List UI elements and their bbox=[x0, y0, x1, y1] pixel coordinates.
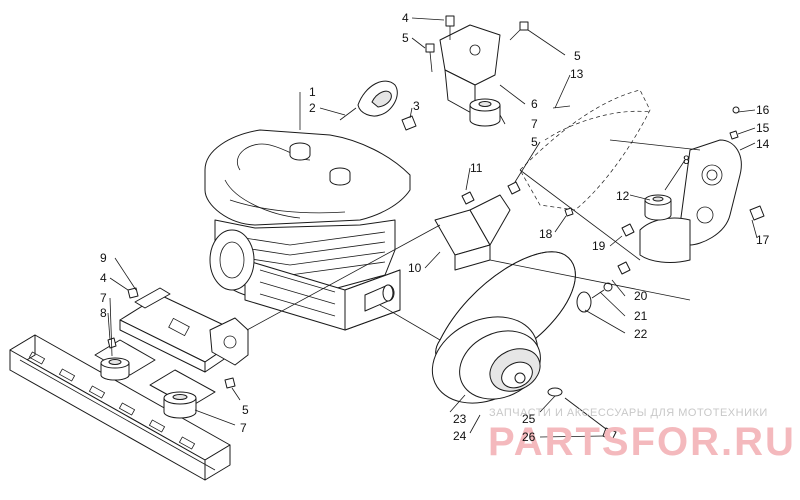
callout-3: 3 bbox=[413, 99, 420, 113]
upper-mount-bracket bbox=[425, 15, 529, 127]
callout-7: 7 bbox=[240, 421, 247, 435]
track-frame-rail bbox=[9, 334, 231, 481]
callout-6: 6 bbox=[531, 97, 538, 111]
callout-labels: 4 5 5 13 1 2 3 6 7 16 15 14 5 8 11 12 18… bbox=[100, 11, 770, 444]
rubber-mount-left bbox=[100, 357, 130, 381]
callout-7: 7 bbox=[531, 117, 538, 131]
callout-21: 21 bbox=[634, 309, 648, 323]
callout-22: 22 bbox=[634, 327, 648, 341]
watermark-caption: ЗАПЧАСТИ И АКСЕССУАРЫ ДЛЯ МОТОТЕХНИКИ bbox=[489, 407, 768, 419]
callout-24: 24 bbox=[453, 429, 467, 443]
callout-5: 5 bbox=[242, 403, 249, 417]
callout-20: 20 bbox=[634, 289, 648, 303]
belt-guard-bracket bbox=[519, 89, 742, 263]
engine-mount-plate bbox=[119, 287, 249, 373]
callout-26: 26 bbox=[522, 430, 536, 444]
callout-15: 15 bbox=[756, 121, 770, 135]
callout-2: 2 bbox=[309, 101, 316, 115]
callout-14: 14 bbox=[756, 137, 770, 151]
callout-leaders bbox=[107, 17, 758, 438]
callout-12: 12 bbox=[616, 189, 630, 203]
callout-16: 16 bbox=[756, 103, 770, 117]
callout-13: 13 bbox=[570, 67, 584, 81]
callout-10: 10 bbox=[408, 261, 422, 275]
callout-8: 8 bbox=[100, 306, 107, 320]
callout-7: 7 bbox=[100, 291, 107, 305]
callout-5: 5 bbox=[531, 135, 538, 149]
assembly-guide-lines bbox=[246, 139, 701, 341]
drive-clutch bbox=[431, 316, 541, 404]
rubber-mount-right bbox=[163, 391, 197, 419]
support-bracket bbox=[434, 194, 511, 271]
callout-9: 9 bbox=[100, 251, 107, 265]
callout-4: 4 bbox=[100, 271, 107, 285]
callout-5: 5 bbox=[402, 31, 409, 45]
callout-4: 4 bbox=[402, 11, 409, 25]
callout-1: 1 bbox=[309, 85, 316, 99]
callout-17: 17 bbox=[756, 233, 770, 247]
callout-18: 18 bbox=[539, 227, 553, 241]
callout-23: 23 bbox=[453, 412, 467, 426]
small-hardware bbox=[107, 105, 765, 441]
watermark: ЗАПЧАСТИ И АКСЕССУАРЫ ДЛЯ МОТОТЕХНИКИ PA… bbox=[488, 407, 796, 464]
callout-11: 11 bbox=[470, 161, 483, 175]
callout-8: 8 bbox=[683, 153, 690, 167]
callout-5: 5 bbox=[574, 49, 581, 63]
watermark-logo: PARTSFOR.RU bbox=[488, 420, 796, 464]
callout-25: 25 bbox=[522, 412, 536, 426]
recoil-starter-handle bbox=[339, 80, 417, 131]
engine-block bbox=[204, 129, 411, 331]
callout-19: 19 bbox=[592, 239, 606, 253]
